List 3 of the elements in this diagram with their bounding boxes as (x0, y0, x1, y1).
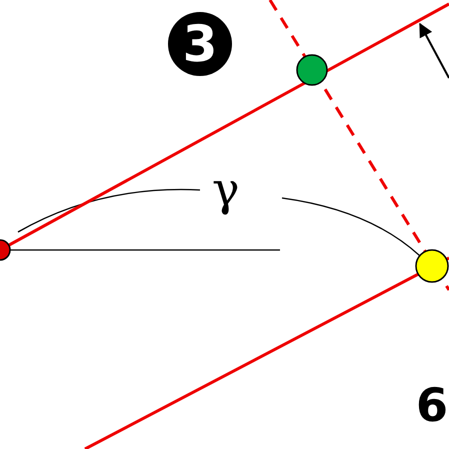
callout-number: 3 (168, 12, 232, 76)
angle-label: γ (212, 162, 240, 216)
label: 6 (416, 378, 448, 432)
